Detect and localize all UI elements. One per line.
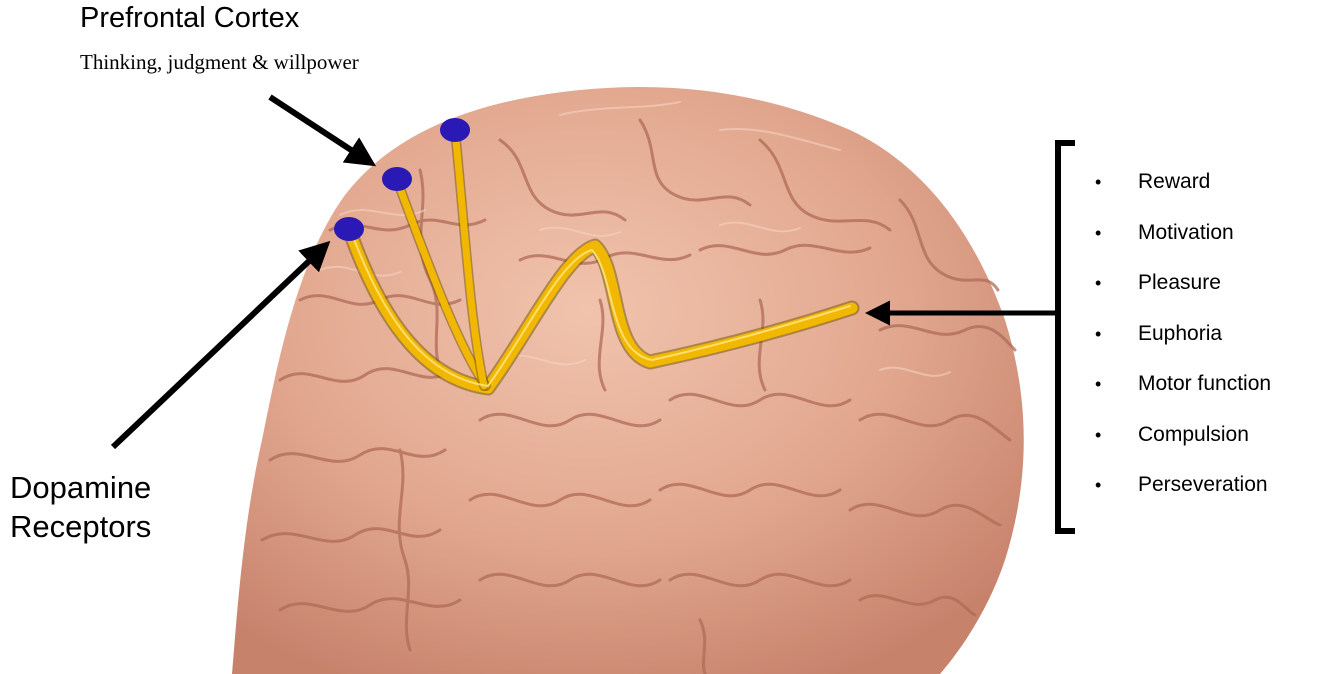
effect-label: Motor function — [1138, 372, 1271, 395]
prefrontal-cortex-description: Thinking, judgment & willpower — [80, 48, 360, 77]
list-item: •Motivation — [1095, 217, 1271, 268]
effect-label: Compulsion — [1138, 423, 1249, 446]
bullet-icon: • — [1095, 217, 1138, 249]
effect-label: Pleasure — [1138, 271, 1221, 294]
list-item: •Motor function — [1095, 368, 1271, 419]
dopamine-receptors-line1: Dopamine — [10, 468, 151, 507]
effects-list: •Reward •Motivation •Pleasure •Euphoria … — [1095, 166, 1271, 520]
list-item: •Compulsion — [1095, 419, 1271, 470]
dopamine-receptors-line2: Receptors — [10, 507, 151, 546]
effect-label: Reward — [1138, 170, 1210, 193]
receptor-dot — [440, 118, 470, 142]
list-item: •Reward — [1095, 166, 1271, 217]
prefrontal-arrow — [270, 97, 371, 163]
bullet-icon: • — [1095, 469, 1138, 501]
dopamine-receptors-label: Dopamine Receptors — [10, 468, 151, 546]
prefrontal-cortex-label: Prefrontal Cortex — [80, 2, 299, 35]
effect-label: Motivation — [1138, 221, 1234, 244]
receptor-dot — [382, 167, 412, 191]
bullet-icon: • — [1095, 368, 1138, 400]
bullet-icon: • — [1095, 318, 1138, 350]
list-item: •Perseveration — [1095, 469, 1271, 520]
brain-image — [232, 87, 1024, 674]
bullet-icon: • — [1095, 267, 1138, 299]
list-item: •Euphoria — [1095, 318, 1271, 369]
list-item: •Pleasure — [1095, 267, 1271, 318]
effect-label: Perseveration — [1138, 473, 1268, 496]
bracket — [1058, 143, 1075, 531]
effect-label: Euphoria — [1138, 322, 1222, 345]
receptor-dot — [334, 217, 364, 241]
bullet-icon: • — [1095, 419, 1138, 451]
bullet-icon: • — [1095, 166, 1138, 198]
